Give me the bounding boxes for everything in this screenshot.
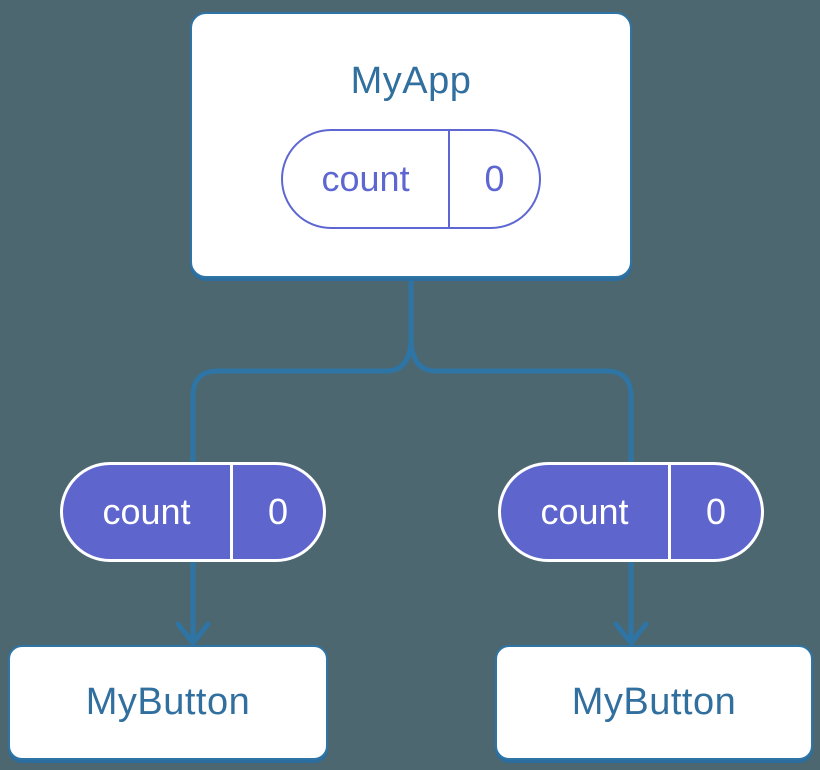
arrow-head-left [175, 621, 211, 646]
fork-branch-left [190, 336, 414, 466]
fork-branch-right [408, 336, 634, 466]
prop-name: count [102, 491, 191, 532]
prop-name: count [540, 491, 629, 532]
child-component-node-left: MyButton [8, 645, 328, 760]
child-component-node-right: MyButton [495, 645, 813, 760]
state-value: 0 [448, 130, 539, 227]
prop-value: 0 [230, 465, 323, 559]
state-name: count [321, 157, 410, 199]
root-component-title: MyApp [350, 60, 472, 103]
root-component-node: MyApp count 0 [190, 12, 632, 278]
child-component-title: MyButton [85, 680, 251, 723]
root-state-pill: count 0 [281, 128, 541, 229]
prop-value: 0 [668, 465, 761, 559]
prop-pill-right: count 0 [498, 462, 764, 562]
arrow-head-right [613, 621, 649, 646]
child-component-title: MyButton [571, 680, 737, 723]
prop-pill-left: count 0 [60, 462, 326, 562]
